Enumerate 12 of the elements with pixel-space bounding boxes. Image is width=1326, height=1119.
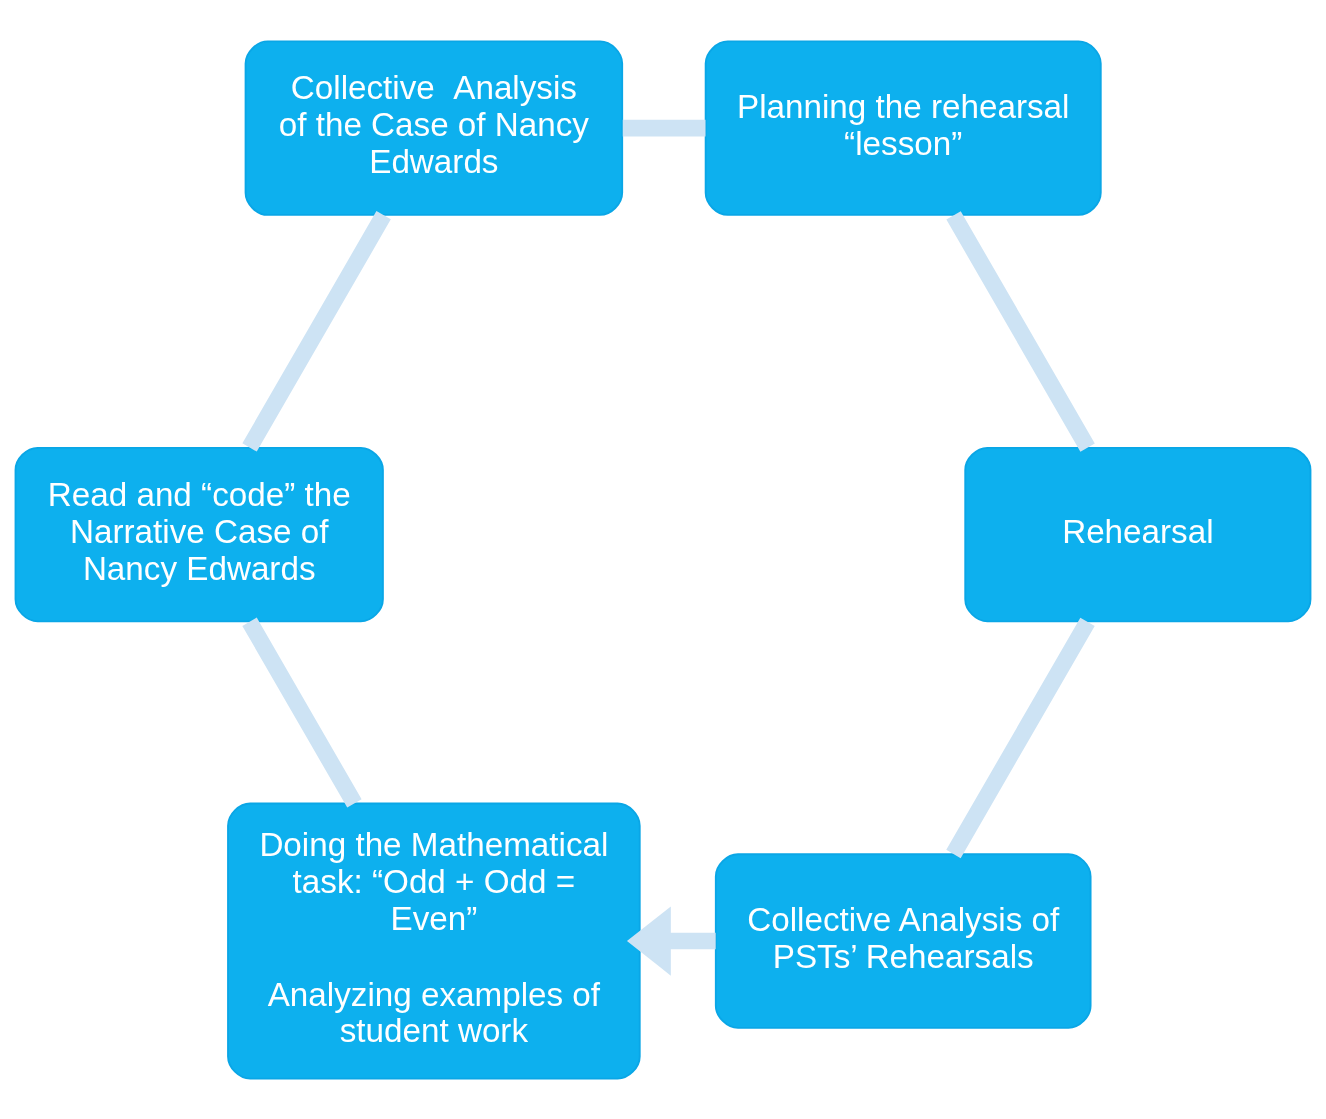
node-box: Read and “code” the Narrative Case of Nancy Edwards: [14, 446, 384, 622]
node-box: Collective Analysis of the Case of Nancy Edwards: [244, 39, 624, 216]
connector: [242, 617, 362, 808]
node-box: Doing the Mathematical task: “Odd + Odd = Even” Analyzing examples of student work: [227, 802, 641, 1080]
arrow: [626, 906, 716, 976]
connector: [622, 119, 706, 136]
node-box: Rehearsal: [964, 446, 1312, 622]
connector: [946, 617, 1095, 858]
node-box: Planning the rehearsal “lesson”: [704, 39, 1102, 216]
connector: [242, 210, 391, 452]
connector: [946, 210, 1095, 452]
node-box: Collective Analysis of PSTs’ Rehearsals: [714, 852, 1092, 1029]
